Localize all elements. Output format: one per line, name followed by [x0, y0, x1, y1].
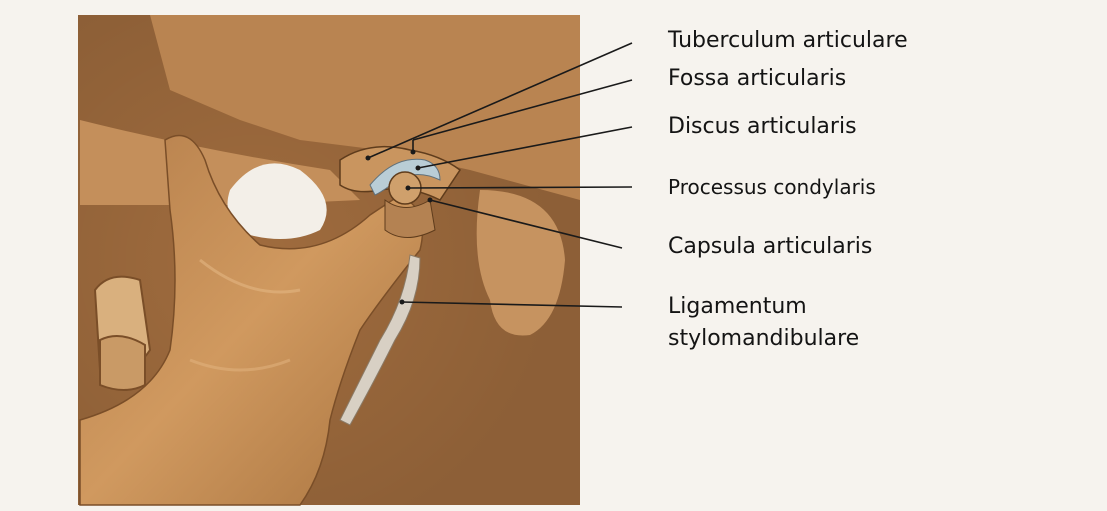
dot-discus [416, 166, 421, 171]
dot-fossa [411, 150, 416, 155]
label-capsula-articularis: Capsula articularis [668, 234, 872, 260]
dot-ligamentum [400, 300, 405, 305]
leader-line-processus [408, 187, 632, 188]
label-processus-condylaris: Processus condylaris [668, 174, 876, 200]
label-ligamentum-line2: stylomandibulare [668, 326, 859, 352]
label-discus-articularis: Discus articularis [668, 114, 857, 140]
label-fossa-articularis: Fossa articularis [668, 66, 846, 92]
label-tuberculum-articulare: Tuberculum articulare [668, 28, 908, 54]
label-ligamentum-line1: Ligamentum [668, 294, 807, 320]
dot-processus [406, 186, 411, 191]
dot-tuberculum [366, 156, 371, 161]
dot-capsula [428, 198, 433, 203]
molar-teeth [95, 277, 150, 390]
